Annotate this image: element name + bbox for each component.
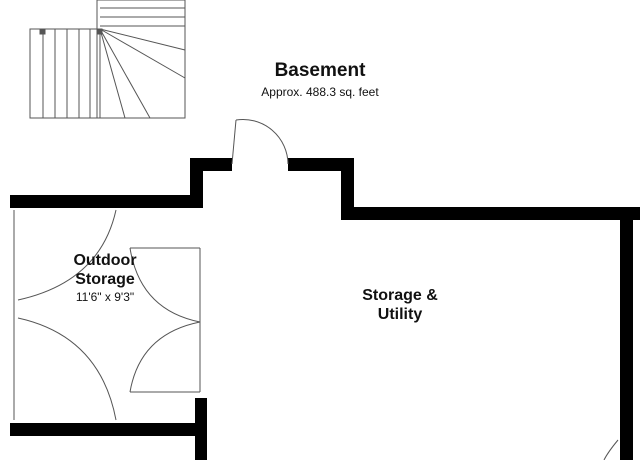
staircase <box>29 0 186 119</box>
wall <box>341 207 640 220</box>
floor-area: Approx. 488.3 sq. feet <box>261 85 379 99</box>
wall <box>195 398 207 460</box>
stair-handrail-end <box>96 28 103 35</box>
stair-landing <box>96 0 186 119</box>
wall <box>620 207 633 460</box>
stair-winder <box>99 28 151 119</box>
door-arc <box>17 317 117 421</box>
stair-winder <box>99 28 186 79</box>
door-arc <box>17 209 117 301</box>
stair-flight <box>29 28 101 119</box>
wall <box>288 158 354 171</box>
wall <box>341 158 354 220</box>
room-dimensions: 11'6" x 9'3" <box>75 290 135 304</box>
door-swings <box>13 118 619 460</box>
walls <box>10 158 640 460</box>
door-arc <box>603 439 619 460</box>
door-arc <box>129 247 201 323</box>
wall <box>10 195 200 208</box>
stair-winder <box>99 28 126 119</box>
door-arc <box>235 118 289 165</box>
stair-handrail-end <box>39 28 46 35</box>
stair-winder <box>99 28 186 51</box>
wall <box>190 158 232 171</box>
door-leaf <box>231 119 237 165</box>
room-name-outdoor-storage: Outdoor Storage <box>73 252 137 288</box>
room-name-storage-utility: Storage & Utility <box>362 287 438 323</box>
wall <box>10 423 200 436</box>
floor-title: Basement <box>274 60 366 81</box>
door-arc <box>129 321 201 393</box>
